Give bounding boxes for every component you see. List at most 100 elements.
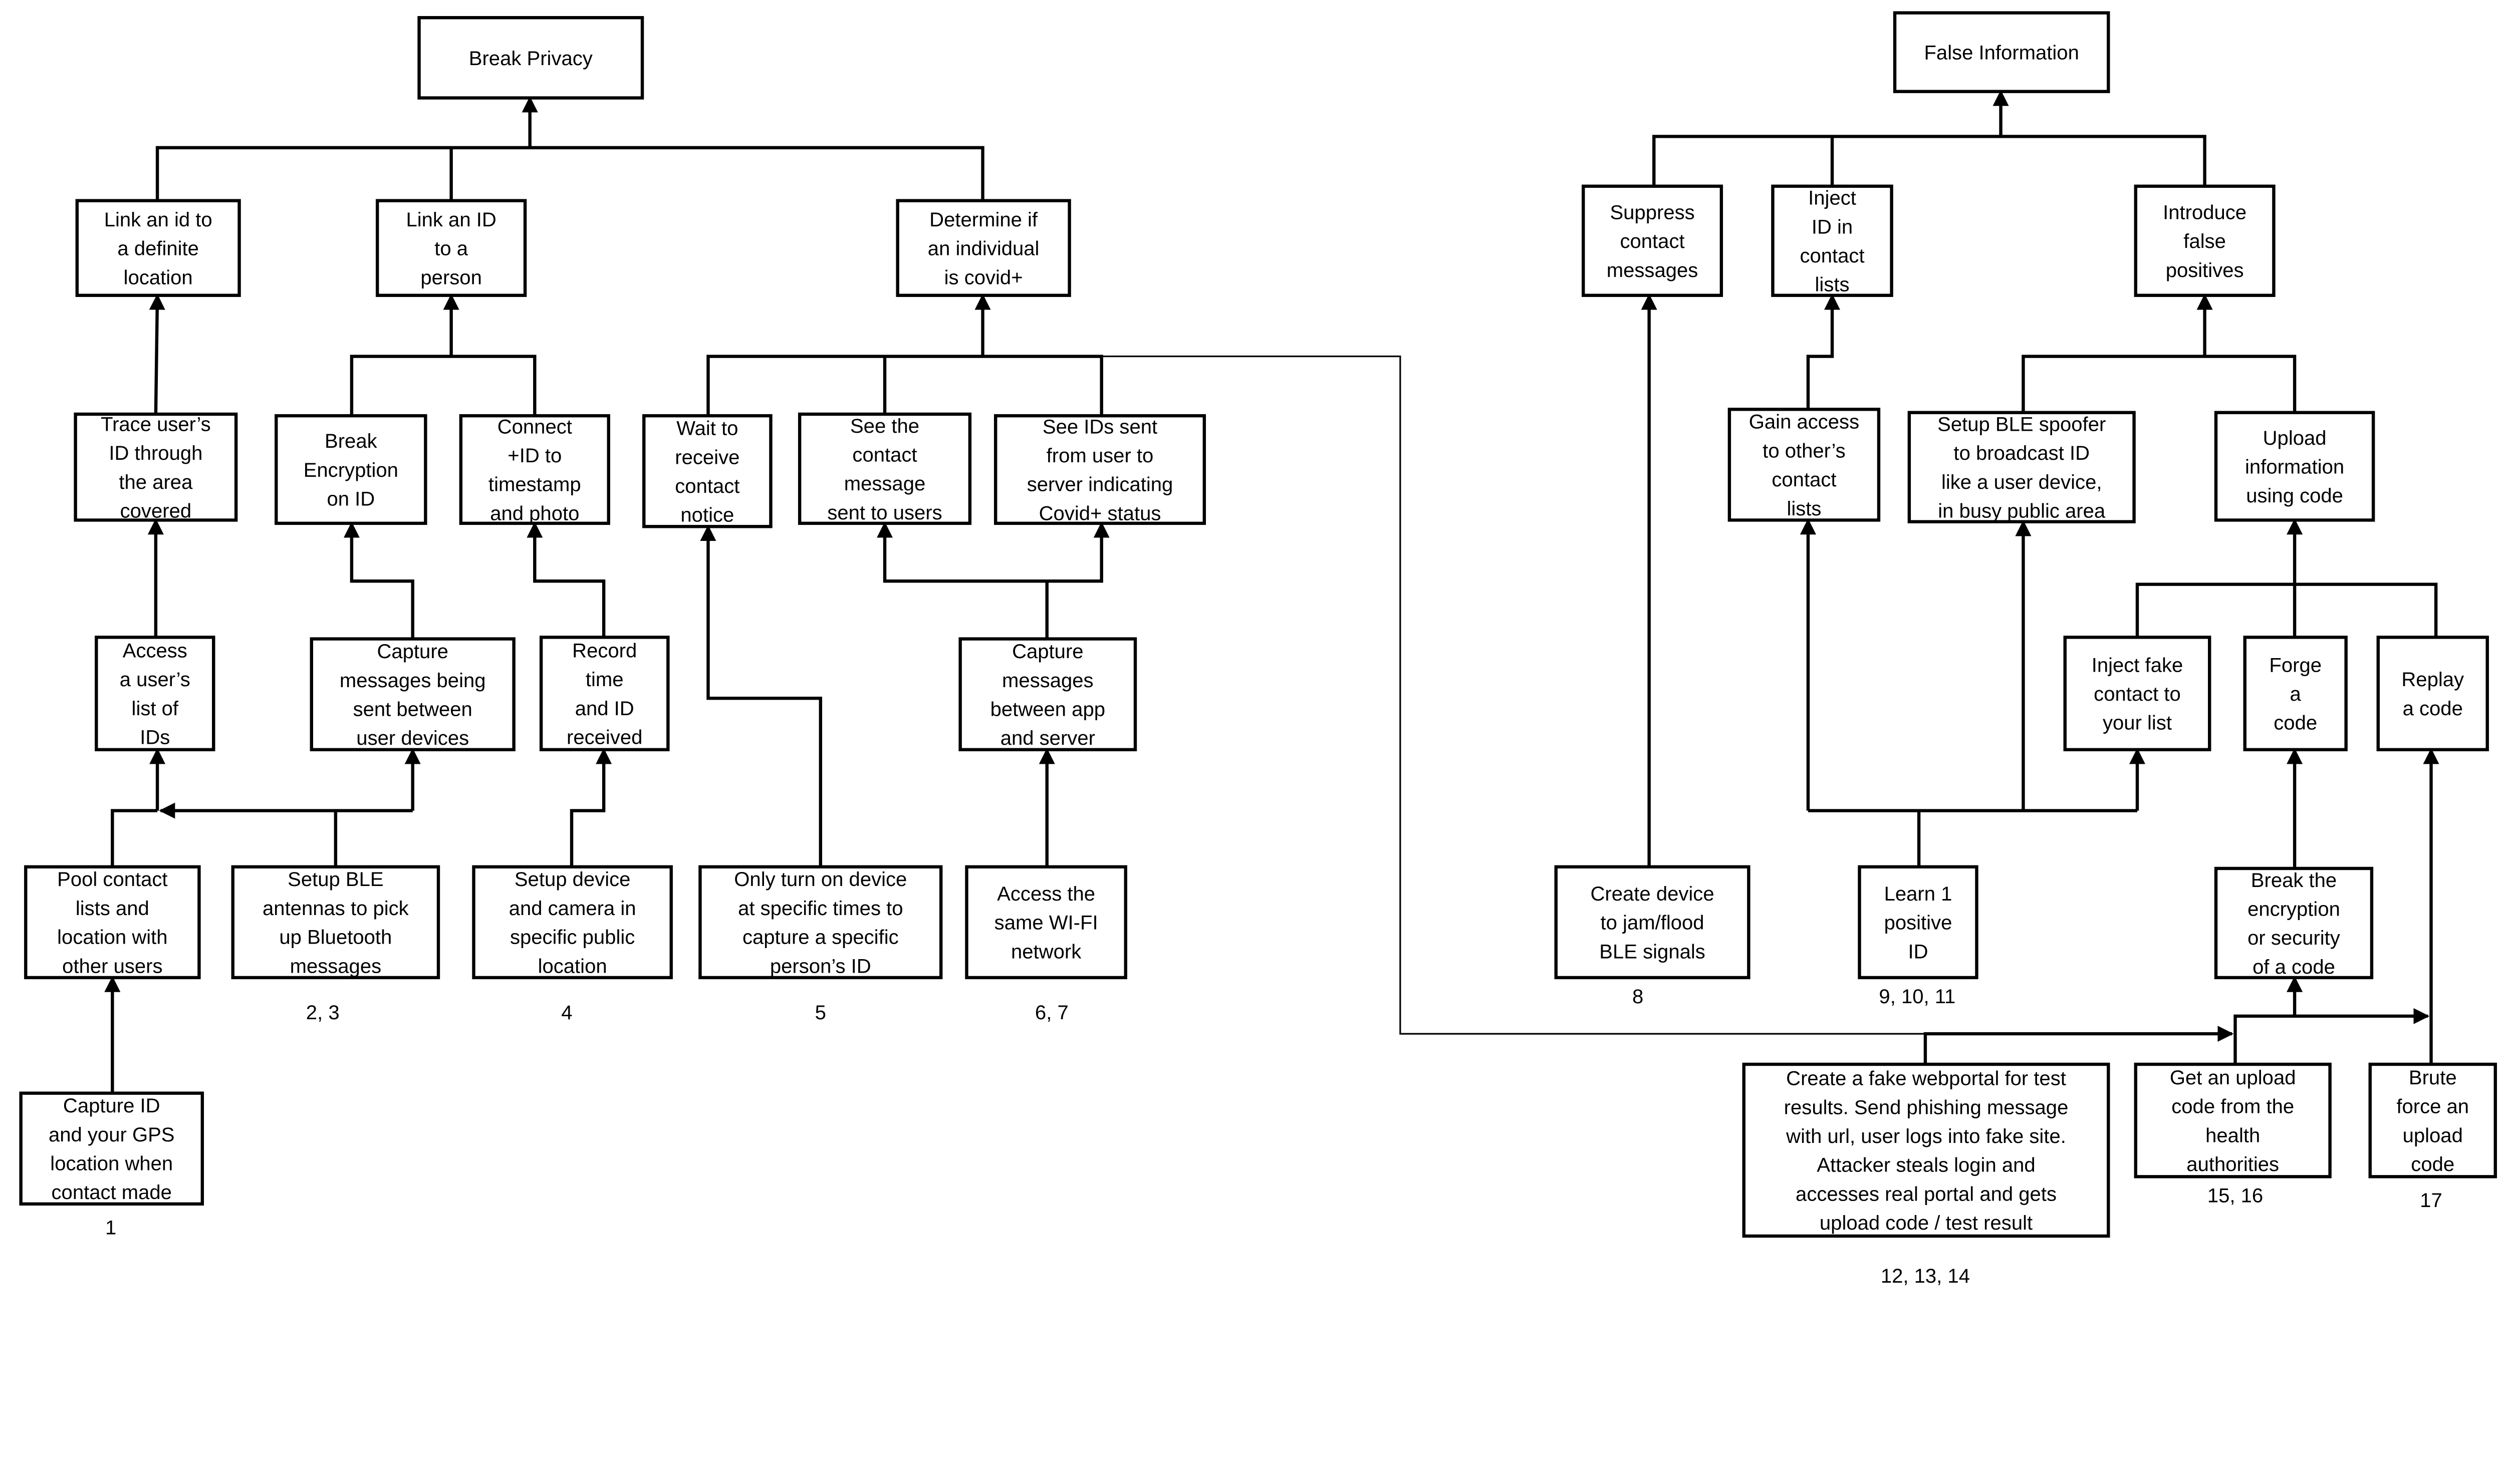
node-label-line: the area	[119, 471, 193, 493]
connector-line	[2135, 582, 2438, 638]
node-label-line: Capture	[377, 641, 448, 663]
node-label-line: See the	[850, 415, 919, 437]
node-label-line: Get an upload	[2170, 1067, 2296, 1089]
node-box	[1742, 1062, 2110, 1238]
node-label-line: Access	[123, 640, 187, 662]
arrow-connector	[1047, 521, 1110, 583]
node-label-line: Introduce	[2163, 201, 2246, 223]
node-label-line: Inject	[1808, 187, 1856, 209]
node-label-line: messages	[1002, 670, 1094, 692]
node-box	[2134, 184, 2276, 297]
node-label-line: Record	[572, 640, 637, 662]
arrow-connector	[527, 521, 606, 638]
node-label-line: location	[538, 955, 607, 977]
node-label-line: a	[2290, 683, 2302, 705]
reference-number-label: 6, 7	[1035, 1002, 1069, 1024]
node-label-line: Access the	[997, 883, 1095, 905]
reference-number-label: 5	[815, 1002, 826, 1024]
arrow-connector	[700, 525, 823, 867]
node-label-line: specific public	[510, 927, 635, 949]
node-box	[459, 414, 610, 525]
node-box	[2376, 636, 2489, 751]
node-label-line: receive	[675, 446, 739, 468]
node-label-line: a definite	[117, 238, 199, 260]
reference-number-label: 12, 13, 14	[1881, 1265, 1970, 1287]
node-label-line: Trace user’s	[101, 414, 211, 436]
arrow-connector	[570, 748, 612, 867]
connector-line	[2022, 355, 2297, 413]
node-label-line: Replay	[2401, 669, 2464, 691]
node-label-line: like a user device,	[1941, 471, 2102, 493]
node-box	[896, 199, 1071, 297]
node-box	[698, 865, 943, 980]
node-box	[958, 637, 1137, 751]
arrow-connector	[1806, 293, 1841, 410]
node-box	[1727, 408, 1881, 522]
reference-number-label: 8	[1632, 986, 1643, 1008]
node-label-line: Pool contact	[57, 868, 167, 891]
node-fake-webportal: Create a fake webportal for testresults.…	[1742, 1062, 2110, 1238]
arrow-connector	[1923, 1026, 2234, 1064]
node-box	[310, 637, 516, 751]
node-label-line: Forge	[2269, 654, 2322, 676]
node-label-line: Attacker steals login and	[1817, 1154, 2035, 1176]
node-box	[798, 412, 972, 525]
node-label-line: time	[586, 669, 624, 691]
node-label-line: False Information	[1924, 42, 2079, 64]
node-label-line: contact	[1620, 230, 1684, 252]
node-label-line: a code	[2403, 698, 2463, 720]
node-label-line: of a code	[2252, 956, 2335, 978]
node-label-line: Link an ID	[406, 209, 496, 231]
node-box	[993, 414, 1206, 525]
node-label-line: Setup BLE	[288, 868, 383, 891]
node-label-line: on ID	[327, 488, 375, 510]
node-box	[472, 865, 673, 980]
node-box	[1554, 865, 1750, 980]
node-label-line: BLE signals	[1599, 941, 1705, 963]
node-label-line: messages	[290, 955, 382, 977]
node-label-line: Only turn on device	[734, 868, 907, 891]
node-label-line: ID in	[1812, 216, 1853, 238]
node-label-line: to a	[434, 238, 468, 260]
node-label-line: Setup device	[515, 868, 631, 891]
node-label-line: is covid+	[944, 266, 1023, 288]
connector-line	[111, 809, 158, 867]
connector-line	[706, 355, 1103, 416]
node-label-line: received	[567, 727, 642, 749]
node-label-line: information	[2245, 456, 2344, 478]
node-label-line: Create device	[1591, 883, 1714, 905]
node-label-line: code from the	[2171, 1096, 2294, 1118]
node-label-line: user devices	[356, 727, 469, 749]
connector-line	[1101, 355, 1925, 1035]
node-box	[2063, 636, 2211, 751]
node-label-line: up Bluetooth	[279, 927, 392, 949]
node-label-line: message	[844, 473, 926, 495]
node-label-line: from user to	[1047, 445, 1154, 467]
node-label-line: between app	[990, 698, 1105, 720]
node-box	[19, 1091, 204, 1206]
connector-layer	[104, 90, 2439, 1093]
